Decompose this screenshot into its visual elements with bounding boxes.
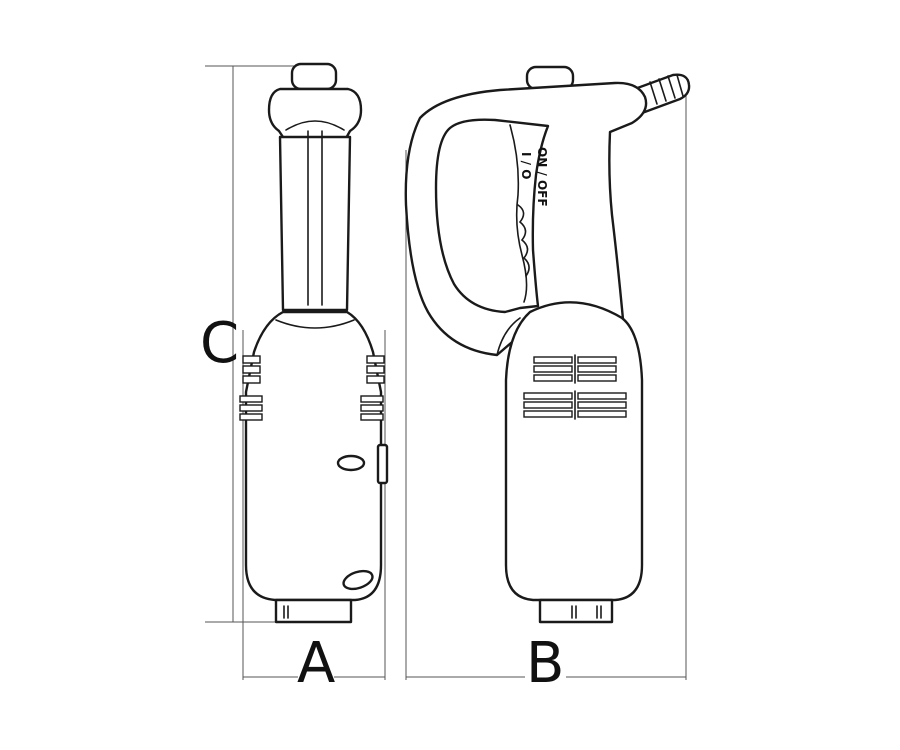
dimension-label-a: A (297, 631, 335, 696)
vent-slot (577, 374, 617, 382)
vent-slot (239, 404, 263, 412)
front-top-cap (290, 62, 338, 91)
front-view (239, 62, 389, 624)
vent-slot (239, 395, 263, 403)
vent-slot (523, 401, 573, 409)
vent-slot (577, 392, 627, 400)
switch-label-on-off: ON / OFF (535, 147, 549, 207)
vent-slot (577, 401, 627, 409)
side-vent-upper (533, 354, 617, 384)
front-motor-body (244, 310, 383, 602)
vent-slot (533, 374, 573, 382)
vent-slot (523, 392, 573, 400)
vent-slot (577, 410, 627, 418)
vent-slot (366, 355, 385, 364)
side-vent-lower (523, 390, 627, 420)
side-handle-opening (434, 118, 550, 314)
vent-slot (523, 410, 573, 418)
side-grip-edge (509, 124, 528, 303)
vent-slot (533, 356, 573, 364)
vent-slot (360, 395, 384, 403)
vent-slot (366, 375, 385, 384)
vent-slot (533, 365, 573, 373)
front-lower-oval (342, 569, 374, 591)
front-shoulder-line (275, 319, 355, 329)
front-handle-collar (267, 87, 363, 142)
front-vent-left (239, 355, 263, 421)
front-coupling-pins (283, 605, 289, 619)
vent-slot (360, 413, 384, 421)
vent-slot (577, 356, 617, 364)
front-side-button (376, 443, 389, 485)
side-view: ON / OFF I / O (404, 65, 691, 624)
side-handle-joint (496, 317, 521, 356)
side-cable-ribs (649, 74, 684, 105)
front-bottom-coupling (274, 598, 353, 624)
side-coupling-pins (571, 605, 602, 619)
switch-label-i-o: I / O (519, 152, 533, 179)
vent-slot (577, 365, 617, 373)
vent-slot (360, 404, 384, 412)
side-grip-ridges (517, 204, 530, 277)
vent-slot (366, 365, 385, 374)
side-motor-body (504, 301, 644, 602)
front-shaft (278, 135, 352, 312)
vent-slot (242, 365, 261, 374)
vent-slot (242, 375, 261, 384)
front-vent-right (360, 355, 385, 421)
vent-slot (242, 355, 261, 364)
front-oval-badge (336, 454, 366, 472)
front-collar-ridge (285, 120, 345, 131)
dimension-lines (205, 65, 687, 680)
vent-slot (239, 413, 263, 421)
dimension-label-b: B (526, 631, 564, 696)
dimension-label-c: C (200, 311, 239, 376)
